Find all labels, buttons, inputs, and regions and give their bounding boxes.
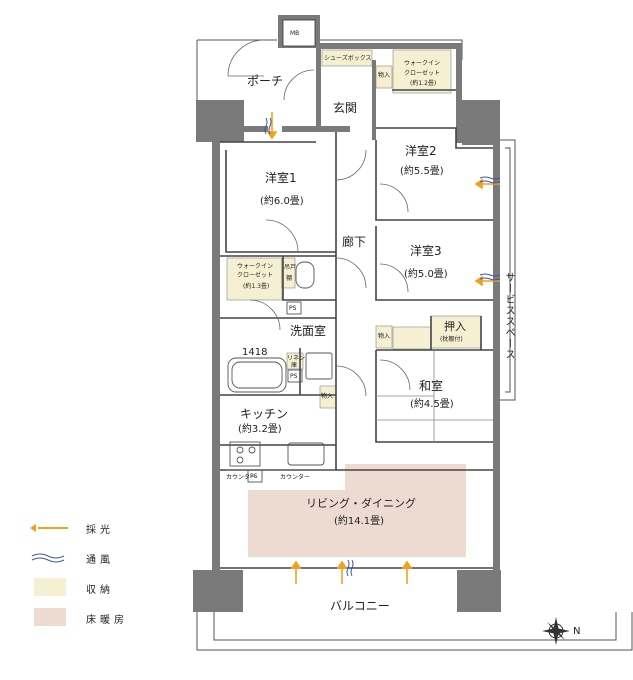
kitchen-stove [229, 441, 261, 467]
compass-icon [542, 617, 570, 645]
legend-marks [30, 524, 68, 626]
linen-label-1: リネン [287, 355, 306, 362]
counter-left-label: カウンター [226, 474, 257, 481]
walls [193, 15, 501, 612]
porch-label: ポーチ [247, 74, 284, 88]
compass-north-label: N [573, 626, 581, 637]
ps-kitchen-label: PS [250, 473, 258, 480]
toilet [295, 261, 315, 289]
ps-box-bath [287, 369, 303, 383]
japanese-size: (約4.5畳) [410, 399, 454, 410]
living-name: リビング・ダイニング [306, 497, 416, 510]
floor-heating-right [345, 464, 466, 557]
legend-daylight: 採光 [86, 525, 114, 536]
kitchen-sink [287, 442, 325, 466]
western3-name: 洋室3 [410, 244, 442, 258]
floor-heating-fills [248, 464, 466, 557]
door-swings [227, 39, 411, 397]
bathtub [227, 357, 287, 393]
ps-washroom-label: PS [289, 305, 297, 312]
balcony-label: バルコニー [330, 599, 390, 613]
upper-shelf-label-1: 吊戸 [284, 264, 297, 271]
western2-name: 洋室2 [405, 144, 437, 158]
storage-mid-fill [392, 326, 432, 350]
legend-ventilation: 通風 [86, 555, 114, 566]
legend-floor-heating: 床暖房 [86, 615, 128, 626]
daylight-arrows [266, 112, 500, 584]
entrance-label: 玄関 [333, 101, 358, 115]
washroom-label: 洗面室 [290, 324, 327, 338]
linen-label-2: 庫 [291, 362, 298, 369]
japanese-name: 和室 [419, 379, 444, 393]
storage-kitchen-label: 物入 [321, 393, 334, 400]
oshiire-label: 押入 [444, 320, 466, 333]
storage-w3-fill [375, 325, 393, 349]
ps-bath-label: PS [290, 373, 298, 380]
washroom-sink [305, 352, 333, 380]
storage-w3-label: 物入 [378, 333, 391, 340]
ps-box-kitchen [247, 469, 263, 483]
hallway-label: 廊下 [342, 235, 367, 249]
wic-top-label-1: ウォークイン [404, 60, 441, 67]
service-space-label: サービススペース [503, 272, 514, 360]
shoe-box-fill [321, 49, 373, 67]
storage-entry-label: 物入 [378, 72, 391, 79]
mb-box [282, 19, 316, 47]
oshiire-shelf-label: (枕棚付) [440, 336, 463, 343]
shelf-fill [282, 257, 296, 289]
counter-right-label: カウンター [280, 474, 311, 481]
shoe-box-label: シューズボックス [324, 55, 372, 62]
living-size: (約14.1畳) [334, 516, 385, 527]
bath-size-label: 1418 [242, 347, 268, 358]
wic-left-size: (約1.3畳) [243, 283, 270, 290]
wic-left-fill [226, 257, 283, 301]
floor-heating-left [248, 490, 345, 557]
western3-size: (約5.0畳) [404, 269, 448, 280]
mb-label: MB [290, 30, 300, 37]
wic-top-fill [392, 49, 452, 94]
upper-shelf-label-2: 棚 [286, 275, 293, 282]
kitchen-name: キッチン [240, 407, 289, 421]
outer-lines [196, 39, 633, 651]
wic-top-label-2: クローゼット [404, 70, 441, 77]
fixtures [226, 261, 336, 483]
interior-walls [220, 89, 493, 569]
kitchen-size: (約3.2畳) [238, 424, 282, 435]
wic-top-size: (約1.2畳) [410, 80, 437, 87]
western1-name: 洋室1 [265, 171, 297, 185]
western2-size: (約5.5畳) [400, 166, 444, 177]
legend-storage: 収納 [86, 585, 114, 596]
western1-size: (約6.0畳) [260, 196, 304, 207]
tatami-lines [376, 350, 493, 442]
storage-fills [226, 49, 482, 409]
wic-left-label-1: ウォークイン [237, 263, 274, 270]
wic-left-label-2: クローゼット [237, 272, 274, 279]
ps-box-washroom [286, 301, 302, 315]
ventilation-marks [264, 117, 501, 577]
linen-fill [286, 352, 304, 370]
